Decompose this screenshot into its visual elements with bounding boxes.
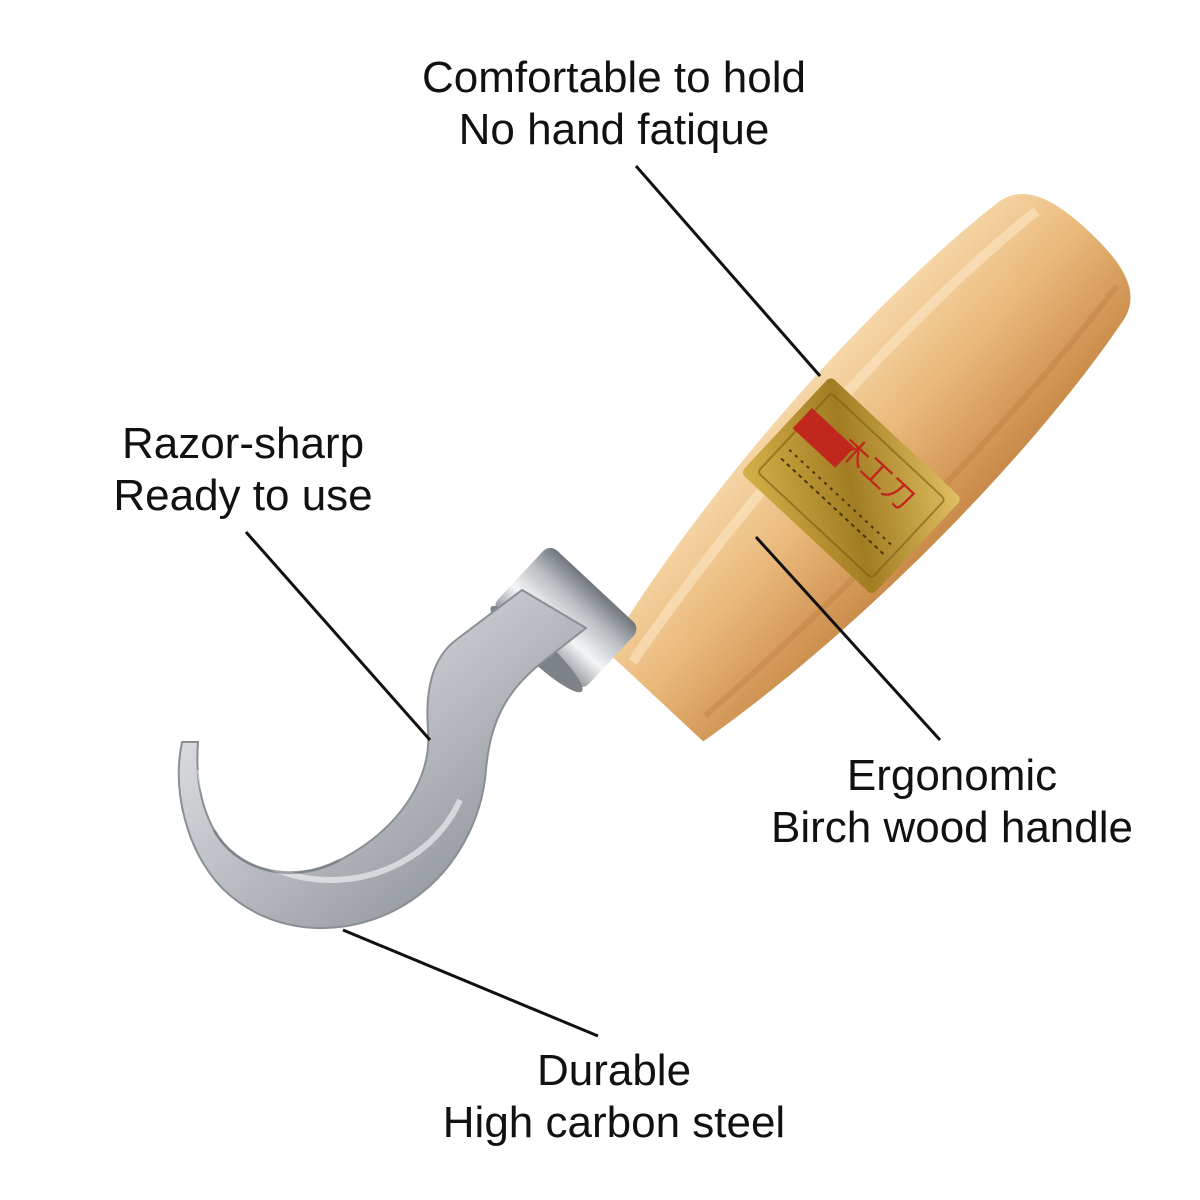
callout-comfort-line1: Comfortable to hold <box>422 53 806 102</box>
hook-knife-blade <box>177 588 588 930</box>
leader-line-razor <box>244 531 432 741</box>
callout-durable-steel: Durable High carbon steel <box>428 1045 800 1149</box>
callout-comfort-line2: No hand fatique <box>458 105 770 154</box>
callout-ergonomic-handle: Ergonomic Birch wood handle <box>756 750 1148 854</box>
leader-line-ergonomic <box>754 535 942 742</box>
callout-comfortable-to-hold: Comfortable to hold No hand fatique <box>414 52 814 156</box>
callout-razor-line2: Ready to use <box>113 471 373 520</box>
callout-ergonomic-line2: Birch wood handle <box>770 803 1133 852</box>
callout-ergonomic-line1: Ergonomic <box>846 751 1058 800</box>
callout-durable-line1: Durable <box>536 1046 692 1095</box>
callout-razor-line1: Razor-sharp <box>121 419 365 468</box>
birch-wood-handle: 木工刀 <box>606 194 1131 742</box>
leader-lines <box>244 165 942 1038</box>
leader-line-durable <box>342 928 599 1038</box>
callout-durable-line2: High carbon steel <box>442 1098 786 1147</box>
callout-razor-sharp: Razor-sharp Ready to use <box>88 418 398 522</box>
leader-line-comfort <box>634 165 822 377</box>
